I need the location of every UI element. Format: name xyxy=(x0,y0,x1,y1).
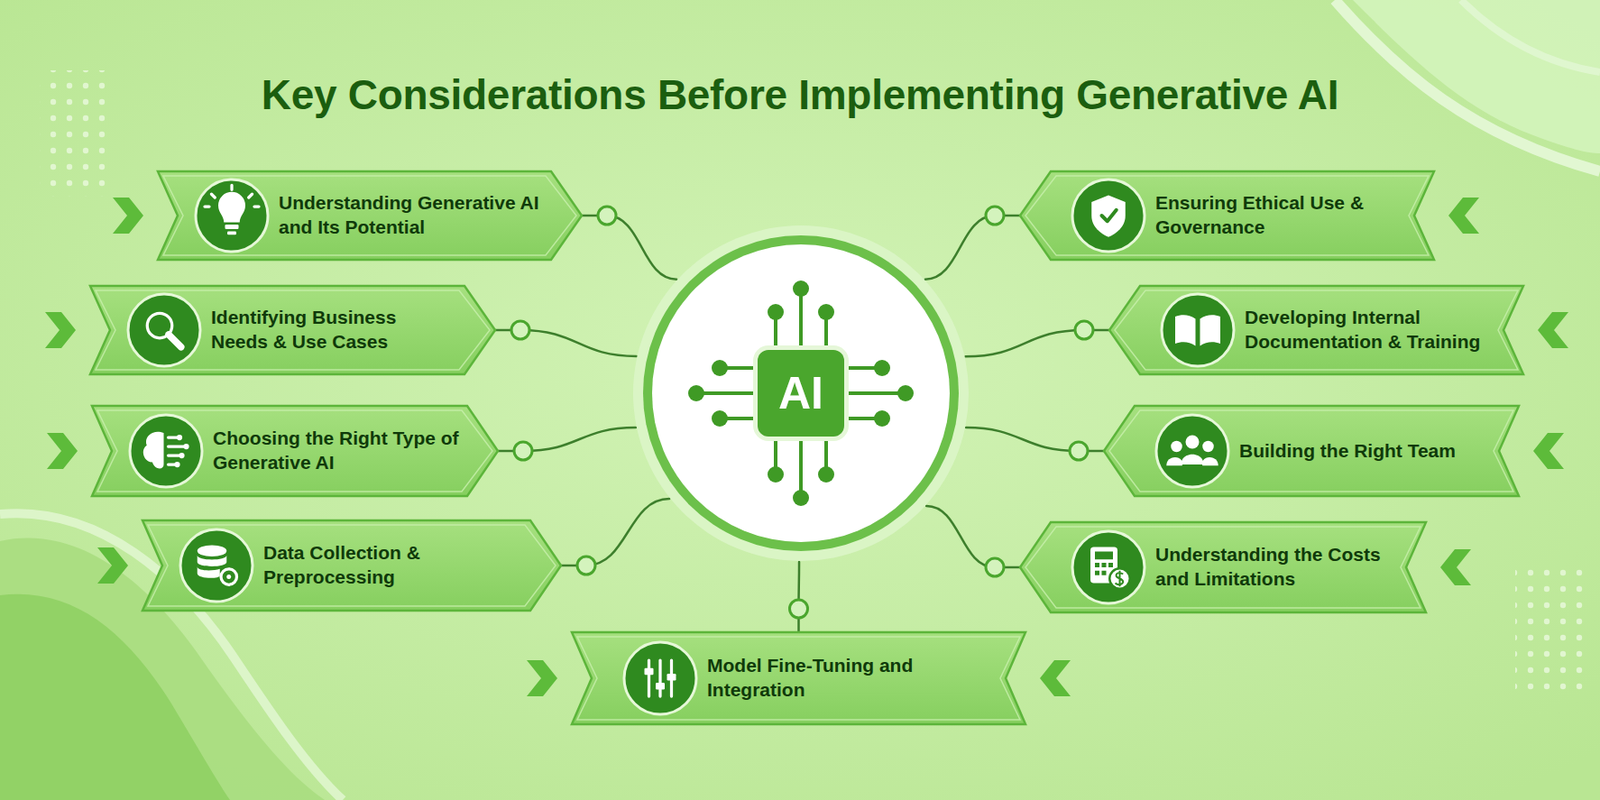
banner-label: Identifying Business Needs & Use Cases xyxy=(211,305,458,355)
banner-label: Choosing the Right Type of Generative AI xyxy=(212,426,460,476)
connector-dot xyxy=(1075,321,1094,340)
banner-label: Understanding the Costs and Limitations xyxy=(1155,542,1399,592)
consideration-banner: Model Fine-Tuning and Integration xyxy=(571,632,1026,725)
connector-line xyxy=(560,498,670,566)
banner-label: Model Fine-Tuning and Integration xyxy=(707,653,990,703)
hub-circle: AI xyxy=(632,224,970,562)
connector-dot xyxy=(985,206,1004,225)
consideration-banner: Choosing the Right Type of Generative AI xyxy=(91,405,498,497)
connector-line xyxy=(925,215,1021,280)
banner-shape xyxy=(91,405,498,497)
connector-line xyxy=(926,505,1021,568)
connector-dot xyxy=(790,599,809,618)
connector-dot xyxy=(597,206,617,225)
banner-label: Data Collection & Preprocessing xyxy=(263,541,524,590)
connector-line xyxy=(581,215,677,280)
connector-dot xyxy=(577,556,596,575)
consideration-banner: Building the Right Team xyxy=(1103,405,1519,497)
banner-shape xyxy=(1020,522,1426,613)
banner-label: Developing Internal Documentation & Trai… xyxy=(1244,305,1497,355)
consideration-banner: Identifying Business Needs & Use Cases xyxy=(90,285,496,375)
banner-shape xyxy=(142,520,561,611)
banner-shape xyxy=(90,285,496,375)
banner-label: Building the Right Team xyxy=(1239,439,1492,464)
banner-shape xyxy=(1109,285,1524,375)
consideration-banner: Data Collection & Preprocessing xyxy=(142,520,561,611)
banner-label: Ensuring Ethical Use & Governance xyxy=(1155,191,1407,240)
connector-dot xyxy=(985,558,1004,577)
connector-line xyxy=(797,561,800,633)
connector-dot xyxy=(1069,441,1088,460)
diagram-title: Key Considerations Before Implementing G… xyxy=(0,70,1600,120)
consideration-banner: Understanding Generative AI and Its Pote… xyxy=(157,171,582,260)
consideration-banner: Understanding the Costs and Limitations xyxy=(1020,522,1426,613)
banner-label: Understanding Generative AI and Its Pote… xyxy=(278,191,544,240)
consideration-banner: Developing Internal Documentation & Trai… xyxy=(1109,285,1524,375)
banner-shape xyxy=(571,632,1026,725)
connector-dot xyxy=(511,321,530,340)
banner-shape xyxy=(1020,171,1435,260)
banner-shape xyxy=(157,171,582,260)
connector-dot xyxy=(514,441,533,460)
consideration-banner: Ensuring Ethical Use & Governance xyxy=(1020,171,1435,260)
ai-chip-label: AI xyxy=(757,349,845,437)
